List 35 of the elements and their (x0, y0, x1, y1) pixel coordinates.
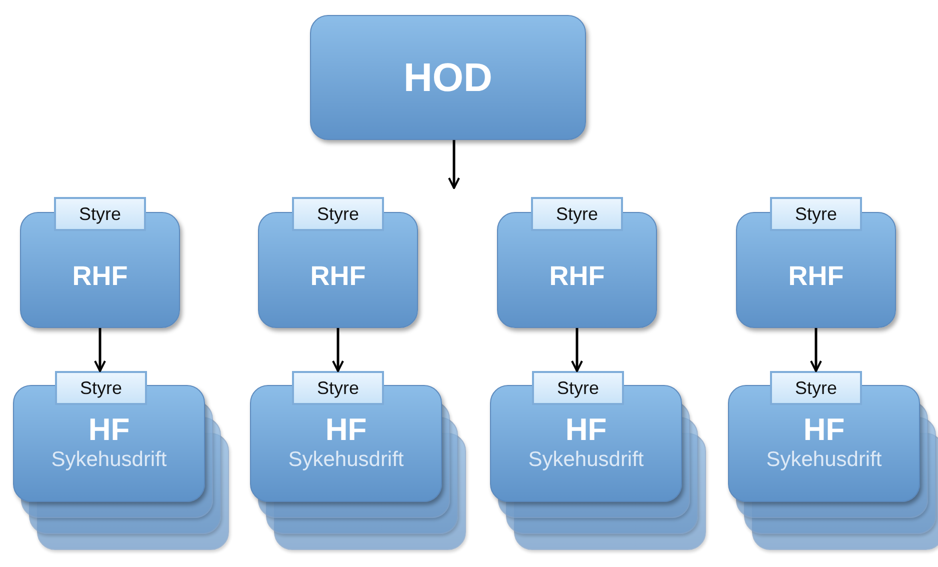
arrow (94, 328, 106, 372)
box-title: HF (565, 412, 607, 448)
board-label: Styre (316, 204, 359, 224)
board-tab (531, 197, 623, 231)
box-subtitle: Sykehusdrift (288, 448, 404, 472)
board-label: Styre (78, 204, 121, 224)
arrow (332, 328, 344, 372)
board-label: Styre (794, 204, 837, 224)
box-subtitle: Sykehusdrift (528, 448, 644, 472)
arrow (448, 140, 460, 189)
box-subtitle: Sykehusdrift (766, 448, 882, 472)
box-title: HF (325, 412, 367, 448)
box-title: RHF (788, 261, 844, 293)
board-tab (292, 371, 384, 405)
board-label: Styre (316, 378, 359, 398)
board-label: Styre (556, 378, 599, 398)
board-tab (770, 371, 862, 405)
board-tab (292, 197, 384, 231)
board-tab (532, 371, 624, 405)
box-title: HF (803, 412, 845, 448)
box-title: RHF (549, 261, 605, 293)
board-tab (55, 371, 147, 405)
arrow (571, 328, 583, 372)
board-label: Styre (80, 378, 122, 398)
box-title: HOD (404, 54, 492, 100)
box-title: RHF (72, 261, 128, 293)
board-label: Styre (794, 378, 837, 398)
box-subtitle: Sykehusdrift (51, 448, 167, 472)
rounded-box (310, 15, 586, 140)
board-tab (54, 197, 146, 231)
box-title: HF (88, 412, 130, 448)
box-title: RHF (310, 261, 366, 293)
arrow (810, 328, 822, 372)
board-tab (770, 197, 862, 231)
board-label: Styre (556, 204, 598, 224)
